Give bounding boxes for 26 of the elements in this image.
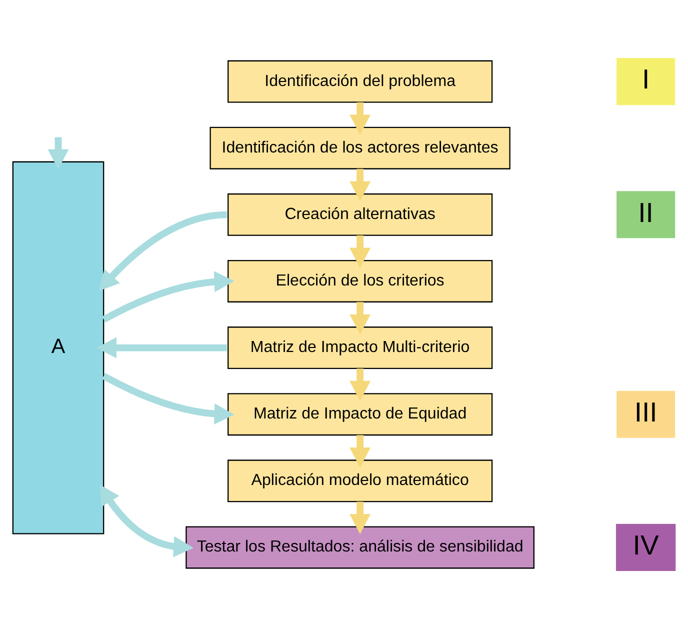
arrow (350, 102, 371, 134)
arrow (350, 368, 371, 400)
node-box: Identificación del problema (228, 60, 493, 102)
node-box: Elección de los criterios (228, 260, 493, 302)
node-box: Matriz de Impacto Multi-criterio (228, 326, 493, 368)
arrow (102, 372, 234, 424)
arrow (98, 210, 228, 291)
node-box: Testar los Resultados: análisis de sensibilidad (186, 526, 534, 568)
arrow (350, 234, 371, 268)
arrow (100, 484, 194, 557)
arrow (96, 336, 227, 358)
node-box: Matriz de Impacto de Equidad (228, 392, 493, 436)
arrow (350, 434, 371, 468)
arrow (102, 270, 234, 322)
arrow (350, 301, 371, 334)
node-box: II (616, 190, 676, 238)
node-box: IV (616, 523, 676, 570)
node-box: Aplicación modelo matemático (228, 459, 493, 502)
node-box: III (616, 390, 676, 438)
arrow (48, 136, 69, 169)
node-box: Identificación de los actores relevantes (210, 126, 510, 169)
node-box: A (12, 160, 104, 534)
arrow (350, 501, 371, 534)
node-box: I (616, 58, 676, 105)
arrow (350, 168, 371, 201)
node-box: Creación alternativas (228, 192, 493, 236)
